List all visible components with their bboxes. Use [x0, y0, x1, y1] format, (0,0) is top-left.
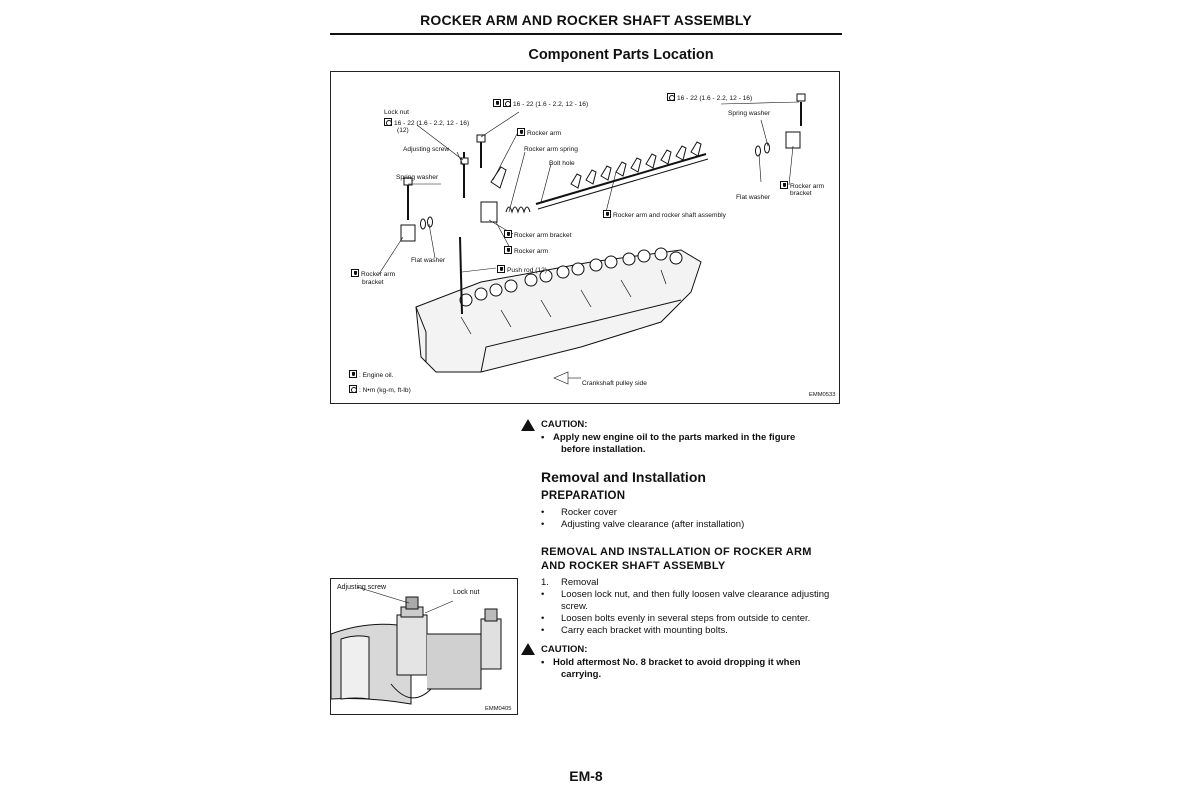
label-spring-washer-left: Spring washer: [396, 174, 439, 181]
list-item: •Loosen bolts evenly in several steps fr…: [541, 613, 811, 624]
label-rocker-arm-bracket-right-2: bracket: [790, 190, 812, 197]
caution-warning-icon: [521, 643, 535, 655]
torque-icon: [349, 385, 357, 393]
label-lock-nut-torque: 16 - 22 (1.6 - 2.2, 12 - 16): [384, 118, 469, 128]
label-rocker-arm-bracket-left-2: bracket: [362, 279, 384, 286]
header-rule: [330, 33, 842, 35]
label-top-torque: 16 - 22 (1.6 - 2.2, 12 - 16): [493, 99, 588, 109]
label-adjusting-screw: Adjusting screw: [403, 146, 450, 153]
torque-icon: [667, 93, 675, 101]
step-item: 1.Removal: [541, 577, 599, 588]
label-flat-washer-right: Flat washer: [736, 194, 771, 201]
caution-line-2: before installation.: [561, 444, 646, 455]
engine-oil-icon: [780, 181, 788, 189]
label-spring-washer-right: Spring washer: [728, 110, 771, 117]
engine-oil-icon: [493, 99, 501, 107]
component-parts-figure: Lock nut 16 - 22 (1.6 - 2.2, 12 - 16) (1…: [330, 71, 840, 404]
subheading-line-2: AND ROCKER SHAFT ASSEMBLY: [541, 560, 726, 572]
torque-icon: [384, 118, 392, 126]
label-rocker-arm-shaft-assembly: Rocker arm and rocker shaft assembly: [603, 210, 726, 220]
engine-oil-icon: [504, 246, 512, 254]
legend-torque: : N•m (kg-m, ft-lb): [349, 385, 411, 395]
label-rocker-arm-bracket-right: Rocker arm: [780, 181, 824, 191]
caution-text: •Hold aftermost No. 8 bracket to avoid d…: [541, 657, 843, 681]
caution-text: •Apply new engine oil to the parts marke…: [541, 432, 843, 456]
adjusting-screw-figure: Adjusting screw Lock nut EMM0405: [330, 578, 518, 715]
engine-oil-icon: [504, 230, 512, 238]
label-rocker-arm-bracket-left: Rocker arm: [351, 269, 395, 279]
caution-line-2: carrying.: [561, 669, 602, 680]
removal-steps: 1.Removal •Loosen lock nut, and then ful…: [541, 577, 843, 637]
engine-oil-icon: [349, 370, 357, 378]
label-rocker-arm-mid: Rocker arm: [504, 246, 548, 256]
label-push-rod: Push rod (12): [497, 265, 547, 275]
label-rocker-arm-bracket-mid: Rocker arm bracket: [504, 230, 572, 240]
removal-installation-title: Removal and Installation: [541, 469, 706, 485]
caution-warning-icon: [521, 419, 535, 431]
removal-subheading: REMOVAL AND INSTALLATION OF ROCKER ARM A…: [541, 545, 843, 573]
list-item: •Adjusting valve clearance (after instal…: [541, 519, 745, 530]
figure-code: EMM0405: [485, 706, 512, 712]
label-bolt-hole: Bolt hole: [549, 160, 575, 167]
caution-label: CAUTION:: [541, 419, 588, 430]
label-lock-nut-torque-sub: (12): [397, 127, 409, 134]
label-lock-nut: Lock nut: [384, 109, 409, 116]
subheading-line-1: REMOVAL AND INSTALLATION OF ROCKER ARM: [541, 546, 812, 558]
legend-engine-oil: : Engine oil.: [349, 370, 393, 380]
torque-icon: [503, 99, 511, 107]
engine-oil-icon: [603, 210, 611, 218]
list-item-continued: screw.: [561, 601, 588, 612]
list-item: •Rocker cover: [541, 507, 617, 518]
label-rocker-arm-spring: Rocker arm spring: [524, 146, 578, 153]
caution-line-1: •Hold aftermost No. 8 bracket to avoid d…: [541, 657, 801, 668]
section-title: Component Parts Location: [528, 47, 714, 63]
caution-line-1: •Apply new engine oil to the parts marke…: [541, 432, 796, 443]
engine-oil-icon: [497, 265, 505, 273]
page-number: EM-8: [569, 768, 603, 784]
list-item: •Carry each bracket with mounting bolts.: [541, 625, 728, 636]
label-lock-nut: Lock nut: [453, 589, 480, 596]
caution-label: CAUTION:: [541, 644, 588, 655]
engine-oil-icon: [517, 128, 525, 136]
label-right-torque: 16 - 22 (1.6 - 2.2, 12 - 16): [667, 93, 752, 103]
label-adjusting-screw: Adjusting screw: [337, 584, 387, 591]
preparation-heading: PREPARATION: [541, 490, 626, 502]
list-item: •Loosen lock nut, and then fully loosen …: [541, 589, 830, 600]
label-rocker-arm-top: Rocker arm: [517, 128, 561, 138]
preparation-list: •Rocker cover •Adjusting valve clearance…: [541, 507, 744, 531]
figure-code: EMM0533: [809, 392, 836, 398]
adjusting-screw-drawing: [331, 586, 502, 705]
engine-oil-icon: [351, 269, 359, 277]
label-flat-washer-left: Flat washer: [411, 257, 446, 264]
exploded-view-drawing: [378, 93, 806, 385]
page-header-title: ROCKER ARM AND ROCKER SHAFT ASSEMBLY: [420, 12, 752, 28]
label-crankshaft-side: Crankshaft pulley side: [582, 380, 647, 387]
